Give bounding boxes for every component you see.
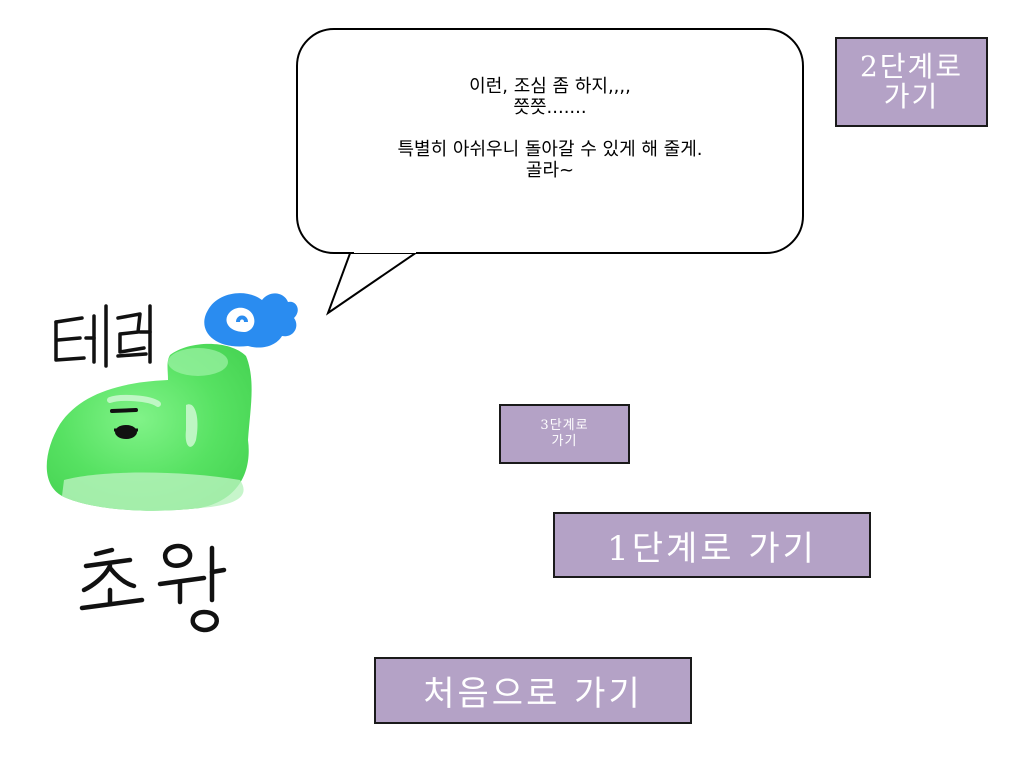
speech-bubble: 이런, 조심 좀 하지,,,, 쯧쯧....... 특별히 아쉬우니 돌아갈 수… bbox=[296, 28, 804, 254]
mascot-top-label-drawing bbox=[54, 304, 152, 368]
speech-bubble-text: 이런, 조심 좀 하지,,,, 쯧쯧....... 특별히 아쉬우니 돌아갈 수… bbox=[298, 76, 802, 181]
speech-line-4: 골라~ bbox=[525, 160, 575, 181]
go-to-stage2-label-line2: 가기 bbox=[883, 80, 940, 113]
go-to-stage3-label-line1: 3단계로 bbox=[540, 418, 589, 433]
go-to-start-label: 처음으로 가기 bbox=[423, 674, 643, 714]
go-to-stage1-label: 1단계로 가기 bbox=[607, 528, 817, 569]
speech-line-3: 특별히 아쉬우니 돌아갈 수 있게 해 줄게. bbox=[397, 139, 703, 160]
go-to-stage3-label-line2: 가기 bbox=[551, 434, 578, 449]
go-to-stage1-button[interactable]: 1단계로 가기 bbox=[553, 512, 871, 578]
speech-line-1: 이런, 조심 좀 하지,,,, bbox=[469, 76, 631, 97]
go-to-stage2-label-line1: 2단계로 bbox=[859, 50, 964, 83]
speech-line-2: 쯧쯧....... bbox=[513, 97, 587, 118]
mascot-bottom-label-drawing bbox=[79, 543, 227, 633]
blue-wing-icon bbox=[204, 293, 298, 348]
go-to-start-button[interactable]: 처음으로 가기 bbox=[374, 657, 692, 724]
go-to-stage2-button[interactable]: 2단계로 가기 bbox=[835, 37, 988, 127]
go-to-stage3-button[interactable]: 3단계로 가기 bbox=[499, 404, 630, 464]
